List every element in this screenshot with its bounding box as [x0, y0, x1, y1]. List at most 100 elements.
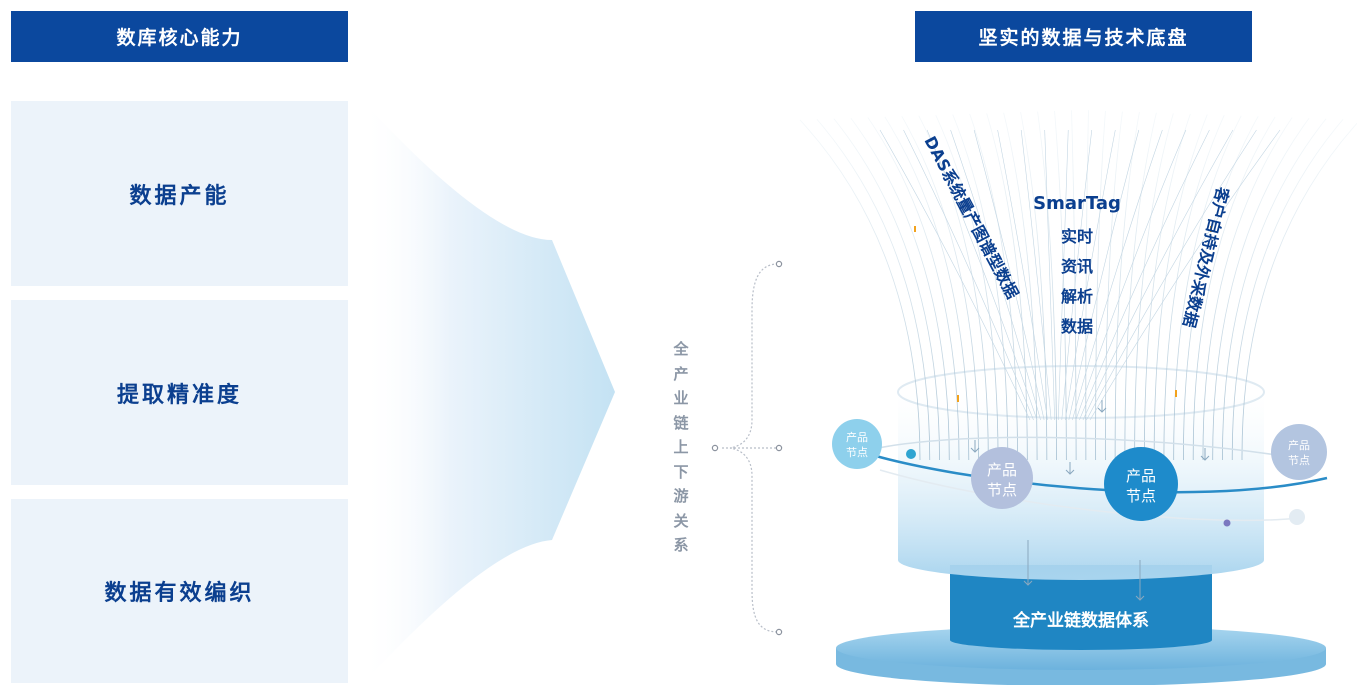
- flow-arrows: [970, 400, 1210, 601]
- orbit-front: [861, 450, 1328, 494]
- industry-chain-char: 游: [673, 487, 689, 505]
- flow-arrow: [362, 100, 615, 685]
- capability-card-output: 数据产能: [11, 101, 348, 286]
- funnel-strand: [1072, 129, 1163, 421]
- source-center-line-1: 实时: [1061, 227, 1093, 246]
- funnel-strand: [879, 129, 1031, 421]
- product-node-far-left-label-2: 节点: [846, 446, 868, 459]
- source-center-title: SmarTag: [1033, 193, 1121, 214]
- orbit-bead-grey: [1289, 509, 1305, 525]
- funnel-strand: [918, 115, 989, 461]
- source-right-label: 客户自持及外采数据: [1179, 185, 1232, 329]
- funnel-strand: [1075, 129, 1187, 421]
- base-label: 全产业链数据体系: [1012, 610, 1149, 631]
- source-center-line-4: 数据: [1061, 317, 1093, 336]
- product-node-left: [971, 447, 1033, 509]
- funnel-strand: [1037, 111, 1058, 461]
- base-block: [950, 565, 1212, 650]
- funnel-strand: [952, 114, 1009, 461]
- brace-dot-bottom: [775, 628, 783, 636]
- funnel-strand: [1079, 129, 1210, 421]
- product-node-far-right: [1271, 424, 1327, 480]
- funnel-strand: [1044, 129, 1056, 421]
- funnel-strand: [1020, 129, 1052, 421]
- funnel-strand: [1212, 117, 1310, 461]
- orbit-bead-purple: [1223, 519, 1231, 527]
- funnel-strand: [1104, 111, 1123, 461]
- product-node-far-right-label-2: 节点: [1288, 454, 1310, 467]
- funnel-strand: [1202, 117, 1293, 461]
- funnel-strand: [833, 118, 940, 461]
- product-node-far-left-label-1: 产品: [846, 430, 868, 444]
- product-node-far-right-label-1: 产品: [1288, 438, 1310, 452]
- funnel-strand: [950, 129, 1041, 421]
- funnel-strand: [1086, 129, 1257, 421]
- accent-ticks: [914, 226, 1212, 402]
- funnel-strand: [1089, 129, 1281, 421]
- brace-dot-top: [775, 260, 783, 268]
- industry-chain-char: 链: [673, 413, 689, 432]
- funnel-strand: [1020, 112, 1048, 461]
- funnel-strand: [1082, 129, 1234, 421]
- left-header: 数库核心能力: [11, 11, 348, 62]
- funnel-strand: [1231, 119, 1344, 461]
- product-node-center-label-1: 产品: [1126, 467, 1156, 485]
- funnel-strand: [1222, 118, 1327, 461]
- funnel-strand: [903, 129, 1034, 421]
- orbit-faint: [879, 469, 1301, 522]
- funnel-strand: [1124, 112, 1157, 461]
- product-node-center: [1104, 447, 1178, 521]
- source-center-line-2: 资讯: [1061, 257, 1093, 276]
- product-node-left-label-1: 产品: [987, 461, 1017, 479]
- funnel-strand: [1144, 113, 1191, 461]
- brace-dot-middle: [775, 444, 783, 452]
- funnel-strands: [799, 110, 1357, 461]
- funnel-strand: [867, 117, 960, 461]
- industry-chain-label: 全产业链上下游关系: [671, 337, 691, 558]
- industry-chain-char: 上: [673, 438, 689, 456]
- funnel-strand: [884, 116, 970, 461]
- funnel-strand: [1153, 114, 1208, 461]
- funnel-strand: [816, 119, 931, 461]
- capability-card-weaving: 数据有效编织: [11, 499, 348, 683]
- funnel-strand: [1061, 129, 1093, 421]
- industry-chain-char: 产: [673, 364, 689, 383]
- industry-chain-char: 关: [673, 511, 689, 530]
- funnel-strand: [1192, 116, 1276, 461]
- funnel-strand: [1071, 110, 1077, 461]
- funnel-strand: [1095, 110, 1106, 461]
- funnel-strand: [901, 116, 979, 461]
- orbit-bead-teal: [906, 449, 916, 459]
- funnel-strand: [1173, 115, 1242, 461]
- funnel-strand: [799, 119, 921, 461]
- industry-chain-char: 业: [673, 389, 689, 407]
- capability-card-accuracy: 提取精准度: [11, 300, 348, 485]
- right-header: 坚实的数据与技术底盘: [915, 11, 1252, 62]
- funnel-strand: [1054, 110, 1067, 461]
- orbit-back: [861, 436, 1321, 463]
- funnel-strand: [1064, 129, 1116, 421]
- industry-chain-char: 下: [673, 462, 689, 481]
- funnel-strand: [1241, 122, 1357, 461]
- funnel-strand: [850, 117, 950, 461]
- source-left-label: DAS系统量产图谱型数据: [920, 133, 1022, 302]
- funnel-strand: [926, 129, 1038, 421]
- cylinder-body: [898, 392, 1264, 580]
- funnel-strand: [986, 113, 1028, 461]
- funnel-strand: [1183, 116, 1259, 461]
- industry-chain-char: 系: [673, 536, 689, 554]
- funnel-strand: [1085, 110, 1089, 461]
- funnel-strand: [973, 129, 1045, 421]
- funnel-strand: [1068, 129, 1140, 421]
- funnel-strand: [1057, 129, 1069, 421]
- brace-dot-left: [711, 444, 719, 452]
- product-node-far-left: [832, 419, 882, 469]
- product-node-left-label-2: 节点: [987, 481, 1017, 499]
- funnel-strand: [969, 113, 1018, 461]
- industry-chain-char: 全: [673, 340, 689, 358]
- funnel-strand: [997, 129, 1048, 421]
- product-node-center-label-2: 节点: [1126, 487, 1156, 505]
- source-center-line-3: 解析: [1061, 287, 1093, 306]
- funnel-strand: [1163, 114, 1225, 461]
